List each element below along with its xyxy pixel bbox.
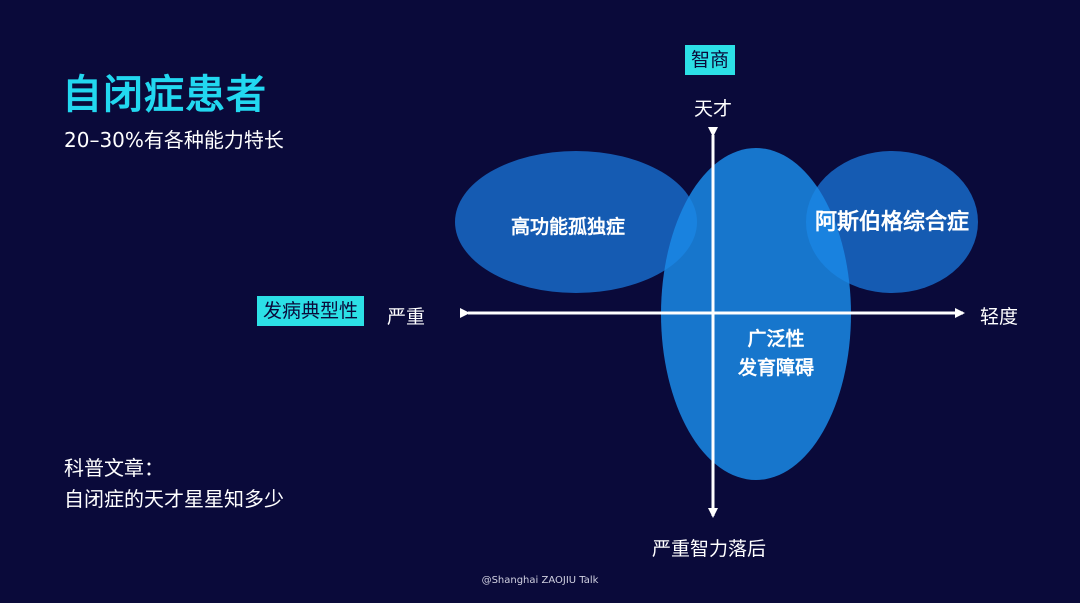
pdd-label-line2: 发育障碍 [737,356,814,379]
article-note-title: 自闭症的天才星星知多少 [64,487,284,511]
y-axis-top-label: 天才 [694,98,733,120]
slide-subtitle: 20–30%有各种能力特长 [64,128,284,152]
iq-axis-tag: 智商 [685,45,736,75]
x-axis-right-label: 轻度 [980,306,1019,328]
typicality-axis-tag: 发病典型性 [257,296,365,326]
y-axis-bottom-label: 严重智力落后 [652,538,767,560]
pdd-label-line1: 广泛性 [747,327,804,350]
hfa-label: 高功能孤独症 [511,215,625,238]
asperger-label: 阿斯伯格综合症 [815,209,969,235]
asperger-ellipse [806,151,978,293]
hfa-ellipse [455,151,697,293]
slide-title: 自闭症患者 [62,72,267,118]
article-note-heading: 科普文章： [64,456,164,480]
x-axis-left-label: 严重 [387,306,426,328]
credit-footer: @Shanghai ZAOJIU Talk [481,575,599,586]
